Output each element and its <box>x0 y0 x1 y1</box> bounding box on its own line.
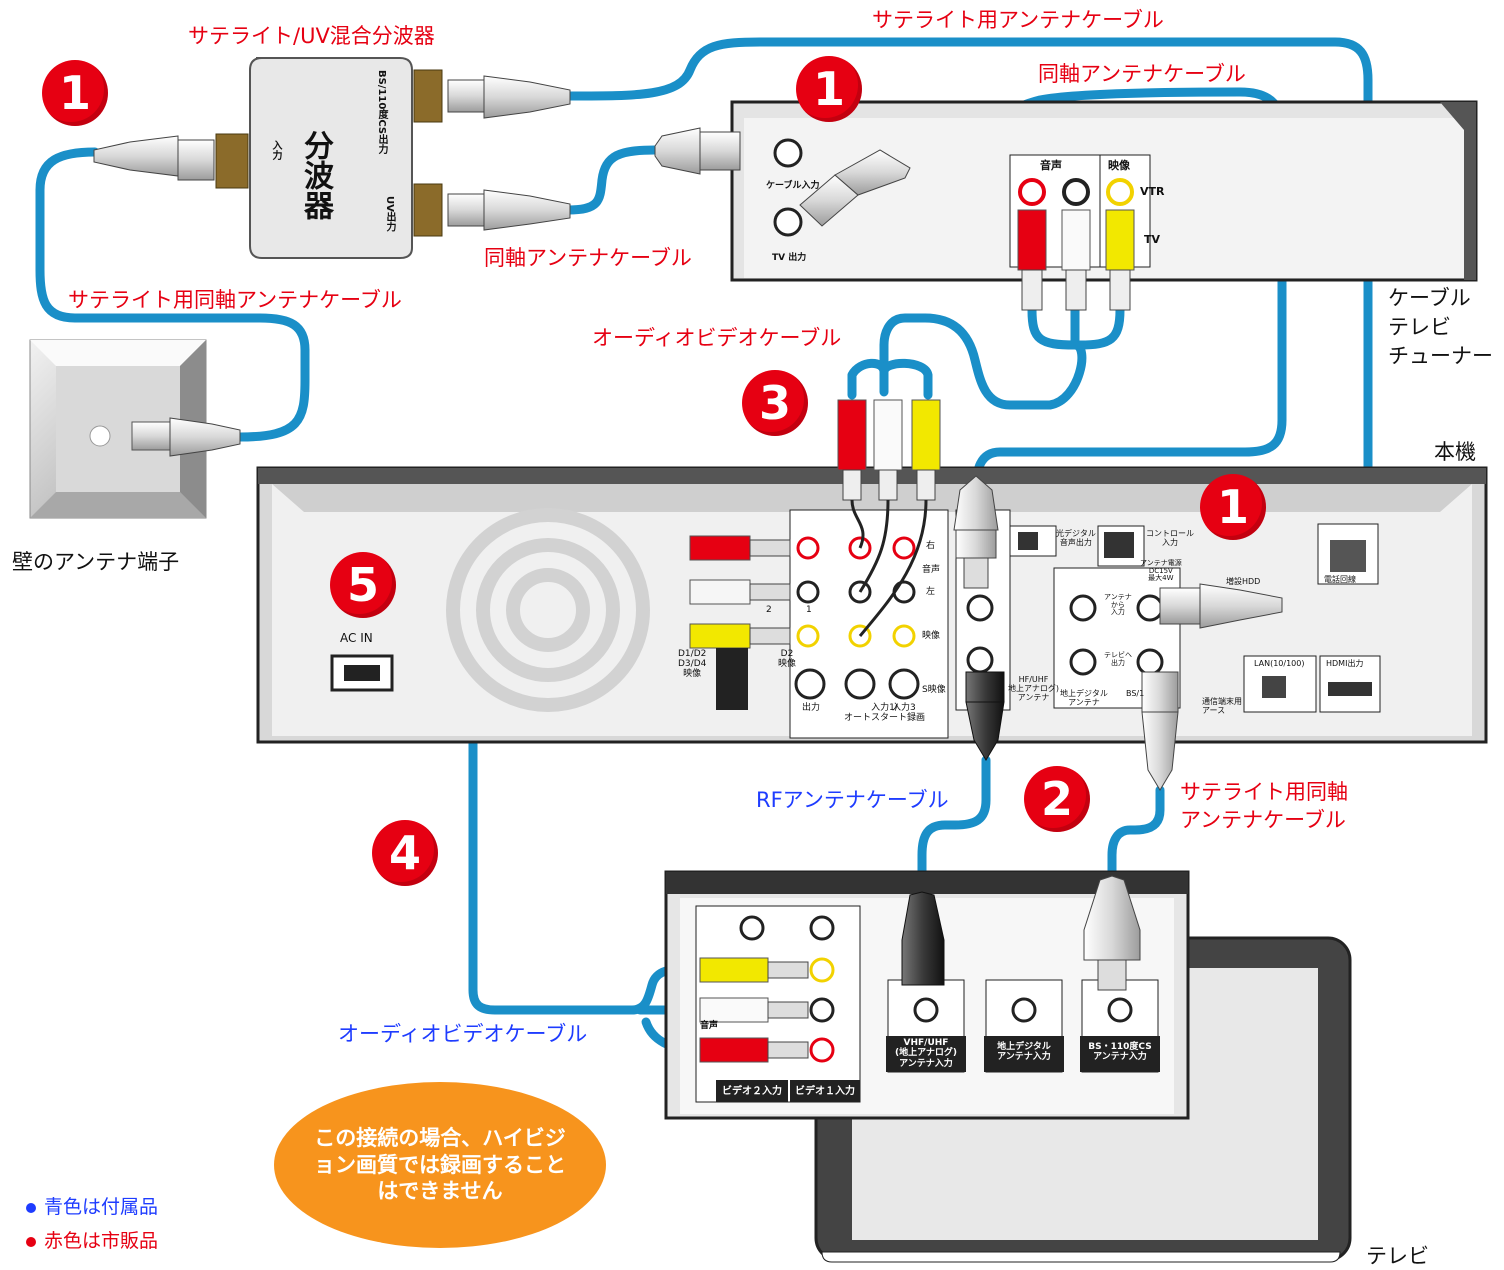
unit-ac-in: AC IN <box>340 631 373 645</box>
tuner-tv-out: TV 出力 <box>772 253 807 263</box>
unit-hdd: 増設HDD <box>1226 577 1261 586</box>
fan-grille <box>446 508 650 712</box>
legend-blue-dot <box>26 1202 36 1213</box>
tv-bs-in: BS・110度CS アンテナ入力 <box>1088 1042 1152 1063</box>
splitter-uv-label: UV出力 <box>384 196 395 232</box>
splitter-device <box>93 57 571 259</box>
cable-tv-tuner-label-1: ケーブル <box>1388 286 1471 310</box>
rf-cable-label: RFアンテナケーブル <box>756 788 949 812</box>
av-cable-bottom-label: オーディオビデオケーブル <box>338 1022 588 1046</box>
splitter-in-label: 入力 <box>270 140 281 160</box>
unit-input3: 入力3 <box>892 703 916 713</box>
tv-video1-in: ビデオ１入力 <box>795 1086 855 1097</box>
wall-antenna-plate <box>29 339 241 519</box>
unit-terrestrial: 地上デジタル アンテナ <box>1060 689 1108 707</box>
unit-plugs <box>689 399 1283 791</box>
unit-output: 出力 <box>802 703 821 713</box>
cable-av-branch <box>847 358 933 400</box>
marker-3: 3 <box>742 370 808 436</box>
tv-audio: 音声 <box>700 1021 719 1031</box>
wall-terminal-label: 壁のアンテナ端子 <box>12 550 180 574</box>
tv-vhf-in: VHF/UHF (地上アナログ) アンテナ入力 <box>894 1038 958 1069</box>
satellite-cable-top-label: サテライト用アンテナケーブル <box>872 8 1164 32</box>
marker-1-splitter: 1 <box>42 60 108 126</box>
unit-hdmi: HDMI出力 <box>1326 659 1364 668</box>
marker-1-unit: 1 <box>1200 474 1266 540</box>
unit-video: 映像 <box>922 631 941 641</box>
coax-cable-mid-label: 同軸アンテナケーブル <box>484 246 692 270</box>
satellite-coax-left-label: サテライト用同軸アンテナケーブル <box>68 288 402 312</box>
tuner-cable-in: ケーブル入力 <box>766 181 820 191</box>
unit-phone: 電話回線 <box>1324 575 1356 584</box>
unit-input-1: 1 <box>806 605 812 615</box>
unit-d-video: D1/D2 D3/D4 映像 <box>678 649 707 679</box>
tuner-video: 映像 <box>1108 159 1130 172</box>
unit-left: 左 <box>926 587 936 597</box>
unit-vhf-uhf: HF/UHF 地上アナログ) アンテナ <box>1008 675 1059 702</box>
cable-tv-tuner <box>654 100 1478 311</box>
cable-tv-tuner-label-3: チューナー <box>1388 344 1493 368</box>
unit-d2-video: D2 映像 <box>778 649 797 669</box>
unit-s-video: S映像 <box>922 685 946 695</box>
legend-red-dot <box>26 1236 36 1247</box>
unit-lan: LAN(10/100) <box>1254 659 1305 668</box>
tv-terrestrial-in: 地上デジタル アンテナ入力 <box>997 1042 1051 1063</box>
tv-video2-in: ビデオ２入力 <box>722 1086 782 1097</box>
unit-antenna-power: アンテナ電源 DC15V 最大4W <box>1140 559 1182 583</box>
legend-accessory-text: 青色は付属品 <box>44 1196 159 1218</box>
unit-right: 右 <box>926 541 936 551</box>
unit-input-2: 2 <box>766 605 772 615</box>
cable-rf-antenna <box>917 755 991 900</box>
coax-cable-top-label: 同軸アンテナケーブル <box>1038 62 1246 86</box>
tuner-vtr: VTR <box>1140 185 1165 198</box>
legend-commercial-text: 赤色は市販品 <box>44 1230 159 1252</box>
satellite-coax-right-label-1: サテライト用同軸 <box>1180 780 1348 804</box>
unit-optical: 光デジタル 音声出力 <box>1056 529 1096 547</box>
tv-label: テレビ <box>1366 1244 1429 1268</box>
main-unit <box>256 399 1488 791</box>
cable-av-tuner-to-unit <box>879 305 1087 410</box>
splitter-text: 分波器 <box>298 130 333 220</box>
note-text: この接続の場合、ハイビジョン画質では録画することはできません <box>314 1125 566 1204</box>
unit-ground: 通信端末用 アース <box>1202 697 1242 715</box>
note-bubble: この接続の場合、ハイビジョン画質では録画することはできません <box>274 1082 606 1248</box>
legend-commercial: 赤色は市販品 <box>26 1232 158 1251</box>
splitter-bs-label: BS/110度CS出力 <box>376 70 387 155</box>
unit-bs-partial: BS/1 <box>1126 689 1145 698</box>
cable-wall-to-splitter <box>35 147 310 442</box>
cable-splitter-uv-to-tuner <box>563 145 660 215</box>
legend-accessory: 青色は付属品 <box>26 1198 158 1217</box>
cable-satellite-coax-right <box>1107 785 1165 885</box>
unit-input1-auto: 入力1/ オートスタート録画 <box>844 703 926 723</box>
marker-1-tuner: 1 <box>796 56 862 122</box>
marker-5: 5 <box>330 552 396 618</box>
tuner-tv: TV <box>1144 233 1161 246</box>
unit-control-in: コントロール 入力 <box>1146 529 1194 547</box>
unit-to-tv: テレビへ 出力 <box>1104 651 1132 667</box>
mixer-title: サテライト/UV混合分波器 <box>188 24 435 48</box>
unit-from-antenna: アンテナ から 入力 <box>1104 593 1132 617</box>
cable-tv-tuner-label-2: テレビ <box>1388 315 1451 339</box>
tuner-audio: 音声 <box>1040 159 1062 172</box>
marker-4: 4 <box>372 820 438 886</box>
av-cable-top-label: オーディオビデオケーブル <box>592 326 842 350</box>
satellite-coax-right-label-2: アンテナケーブル <box>1180 808 1346 832</box>
main-unit-label: 本機 <box>1434 440 1476 464</box>
marker-2: 2 <box>1024 766 1090 832</box>
unit-audio: 音声 <box>922 565 941 575</box>
television <box>664 870 1352 1263</box>
